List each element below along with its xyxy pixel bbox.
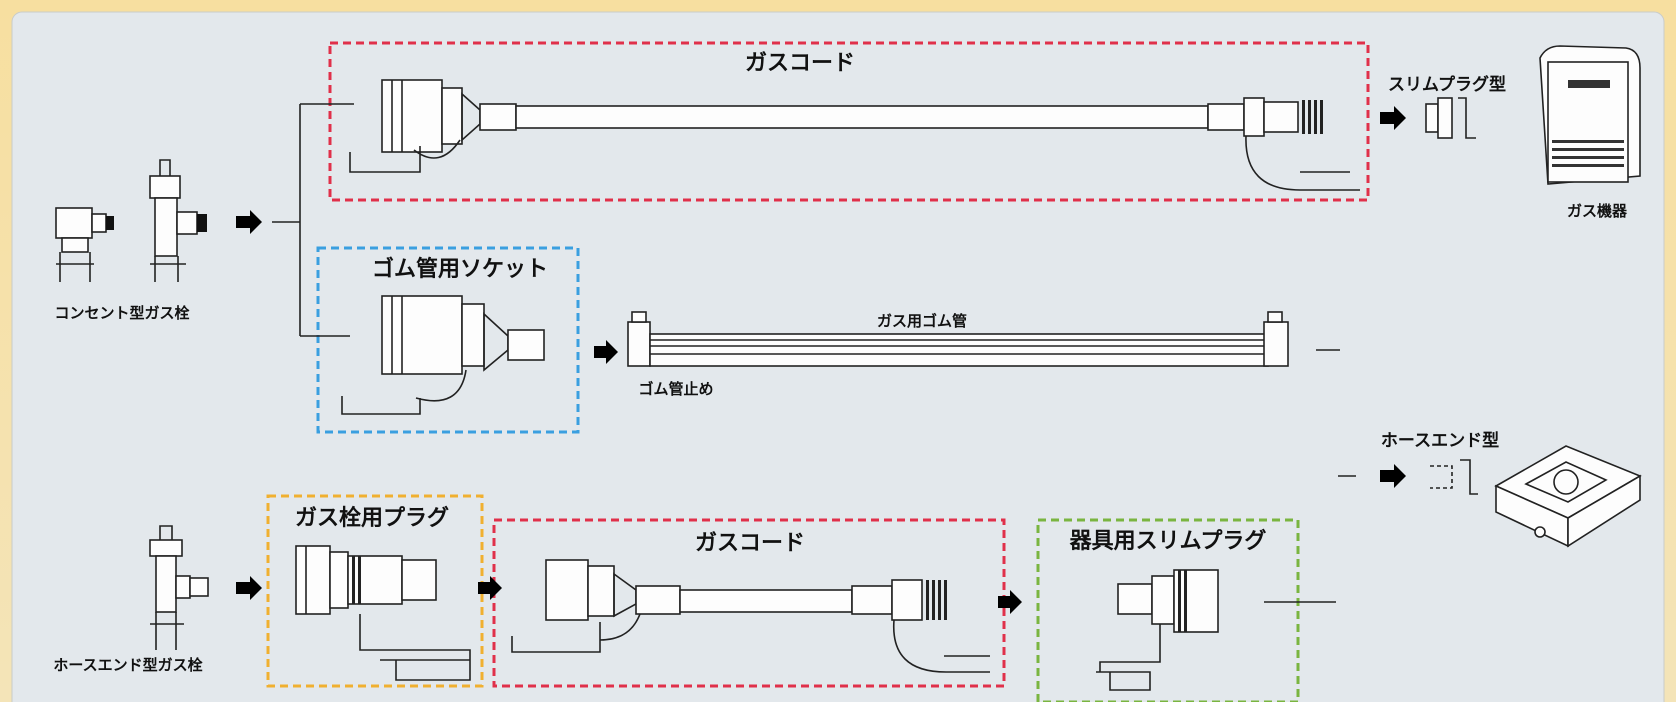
hose-end-plug-icon — [1430, 459, 1478, 495]
cock-plug-icon — [295, 545, 471, 681]
outlet-cock-label: コンセント型ガス栓 — [54, 304, 189, 322]
rubber-socket-icon — [341, 295, 545, 415]
arrow-icon — [998, 590, 1022, 614]
arrow-icon — [478, 576, 502, 600]
appliance-slim-plug-label: 器具用スリムプラグ — [1069, 528, 1267, 554]
rubber-socket-frame — [316, 246, 580, 434]
rubber-socket-label: ゴム管用ソケット — [372, 256, 548, 282]
gas-stove-icon — [1494, 445, 1642, 548]
gas-appliance-icon — [1539, 45, 1641, 185]
gas-appliance-label: ガス機器 — [1567, 202, 1628, 220]
appliance-slim-plug-frame — [1036, 518, 1300, 702]
gas-cord-bottom-label: ガスコード — [695, 531, 805, 556]
gas-cord-top-icon — [349, 79, 1360, 191]
arrow-icon — [594, 340, 618, 364]
hose-end-cock-icon — [149, 525, 209, 650]
arrow-icon — [1380, 106, 1406, 130]
branch-connector — [272, 103, 354, 337]
arrow-icon — [236, 576, 262, 600]
hose-end-cock-label: ホースエンド型ガス栓 — [53, 656, 202, 674]
hose-end-type-label: ホースエンド型 — [1381, 430, 1499, 451]
gas-cord-bottom-icon — [511, 559, 990, 673]
slim-plug-icon — [1425, 97, 1476, 139]
cock-plug-label: ガス栓用プラグ — [295, 505, 449, 531]
hose-clamp-label: ゴム管止め — [638, 380, 713, 398]
arrow-icon — [1380, 464, 1406, 488]
gas-cord-top-label: ガスコード — [745, 51, 855, 76]
rubber-hose-label: ガス用ゴム管 — [877, 312, 967, 330]
cock-plug-frame — [266, 494, 484, 688]
rubber-hose-icon — [627, 311, 1340, 367]
slim-plug-type-label: スリムプラグ型 — [1388, 74, 1506, 95]
outlet-cock-icon — [55, 159, 207, 282]
appliance-slim-plug-icon — [1096, 569, 1336, 691]
arrow-icon — [236, 210, 262, 234]
